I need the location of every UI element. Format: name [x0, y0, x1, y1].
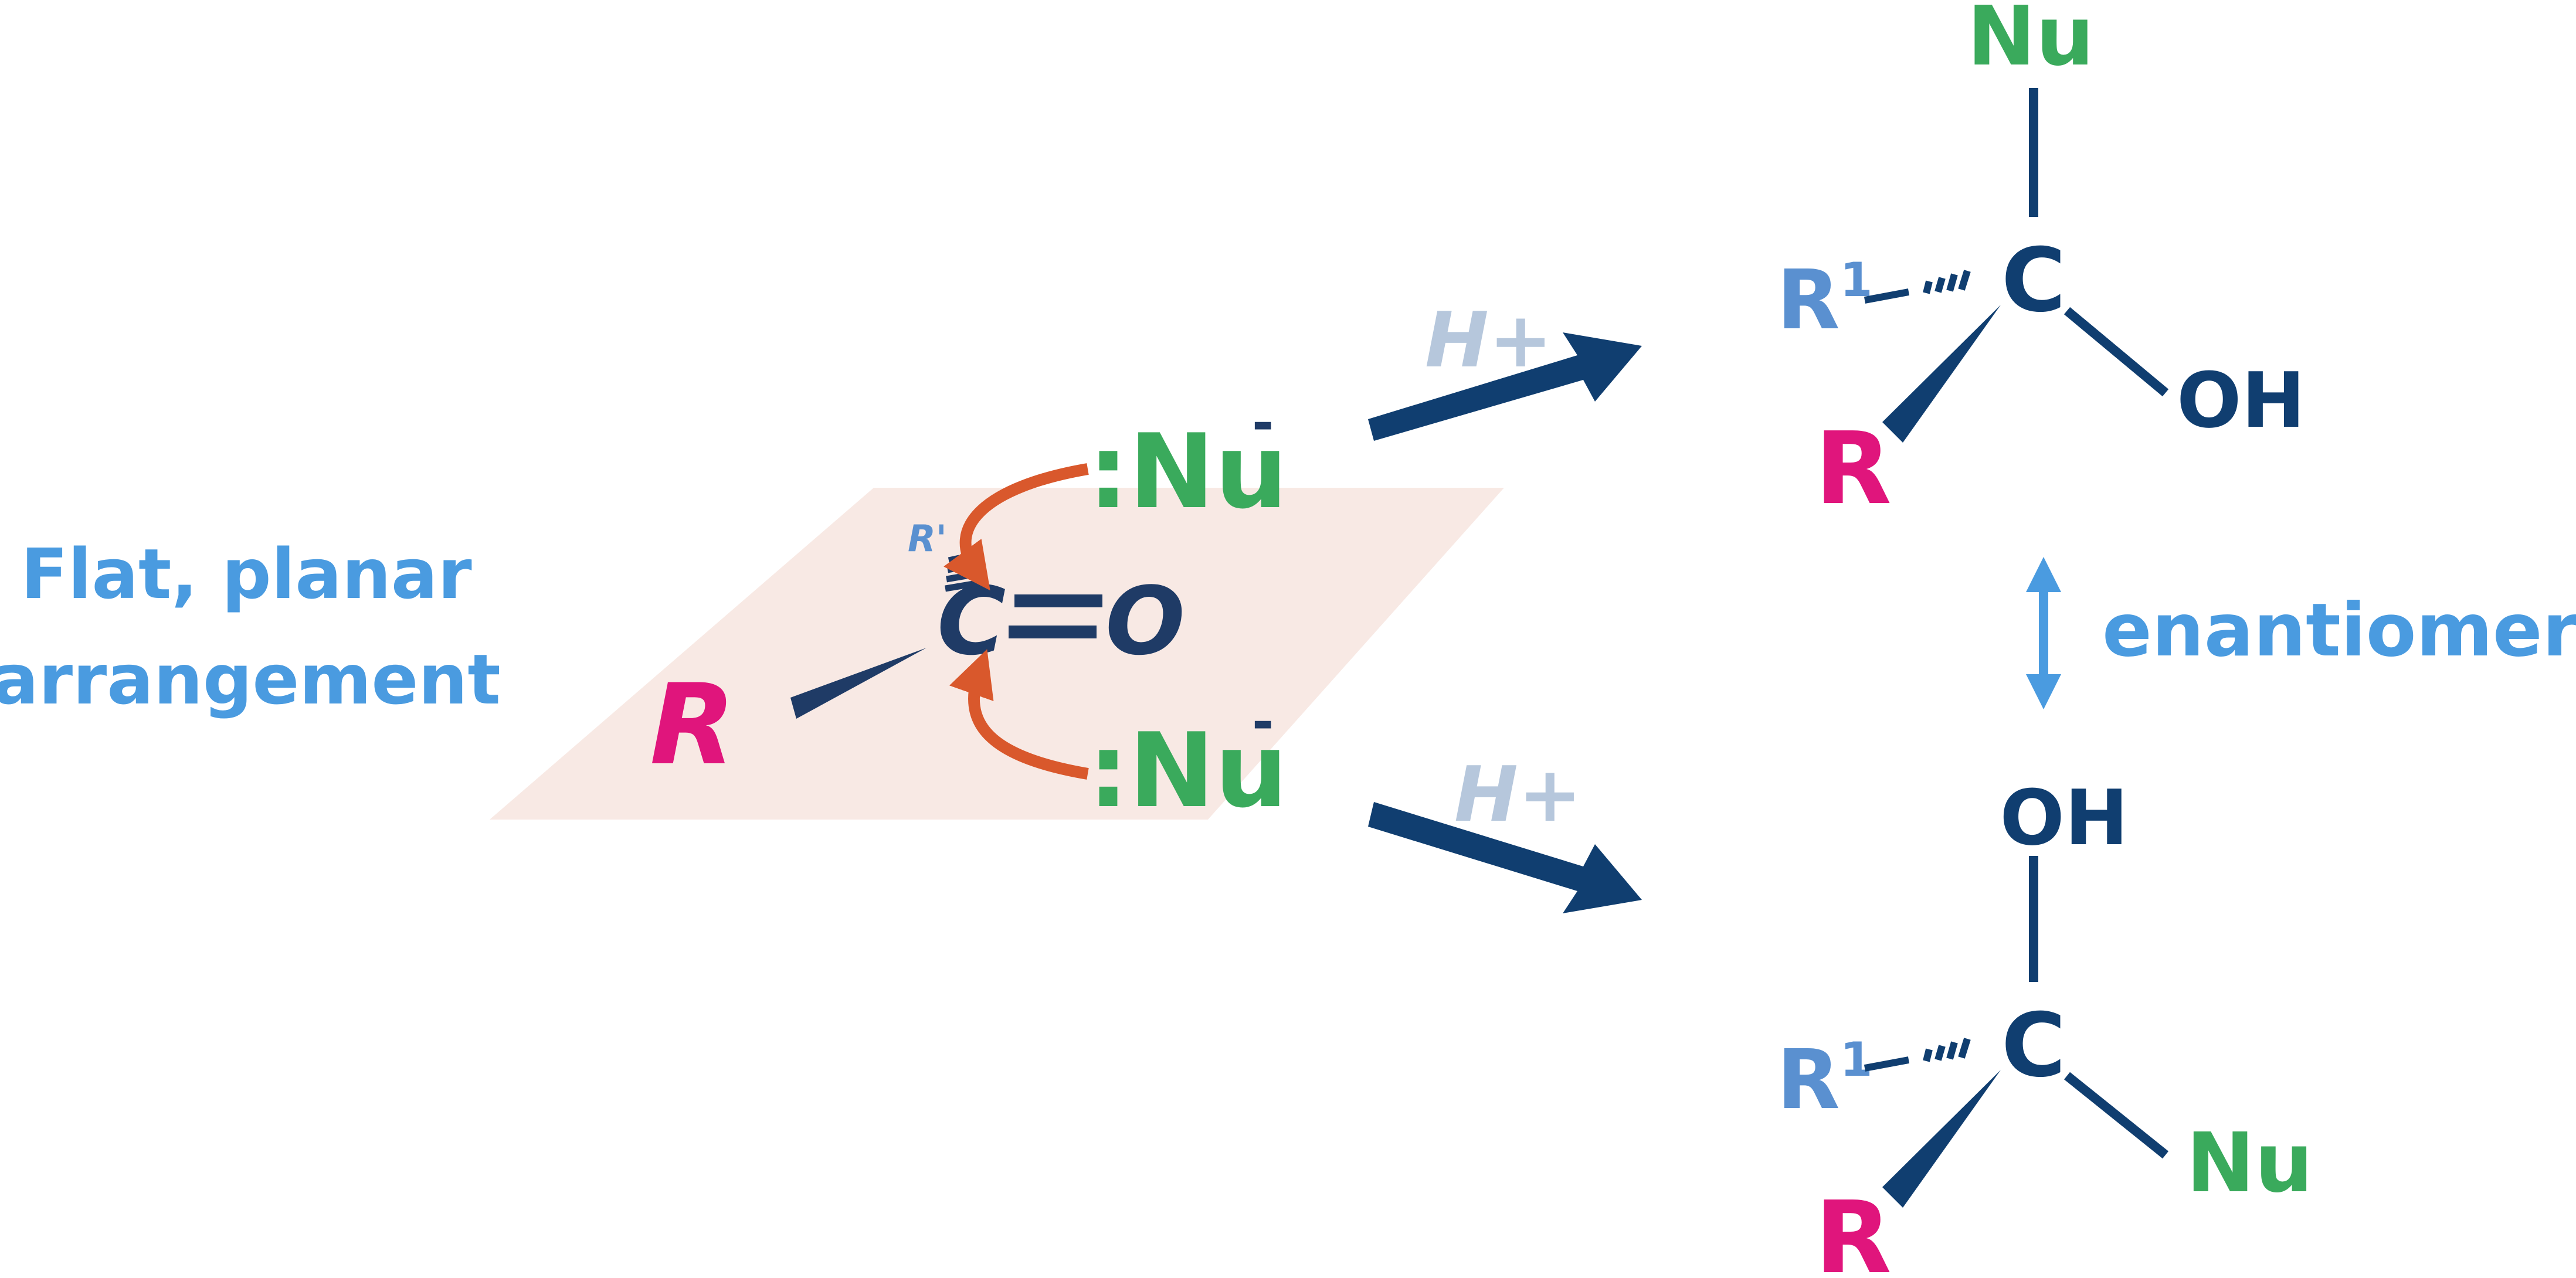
product-bottom-hashed-bond: [1864, 1038, 1971, 1072]
reagent-bottom: H+: [1454, 750, 1582, 839]
product-bottom-nu: Nu: [2186, 1116, 2313, 1211]
nucleophile-top-charge: -: [1252, 392, 1274, 454]
planar-sheet: [490, 488, 1504, 820]
caption-line-1: Flat, planar: [21, 533, 471, 614]
r-group-label: R: [650, 660, 735, 790]
reaction-arrow-bottom: [1368, 802, 1642, 913]
attack-arrow-top: [943, 463, 1089, 591]
carbonyl-oxygen: O: [1105, 566, 1185, 676]
product-top-oh-bond: [2063, 307, 2169, 397]
product-top-hashed-bond: [1864, 270, 1971, 304]
product-bottom-r: R: [1815, 1180, 1892, 1278]
product-bottom-nu-bond: [2063, 1072, 2169, 1159]
product-top-r1: R1: [1777, 253, 1872, 348]
product-bottom-r1: R1: [1777, 1032, 1872, 1128]
r-prime-label: R': [908, 517, 947, 560]
product-top-nu: Nu: [1967, 0, 2095, 84]
product-bottom-oh: OH: [2000, 773, 2128, 862]
product-top-wedge: [1882, 305, 2001, 443]
reaction-arrow-top: [1368, 332, 1642, 441]
wedge-bond: [790, 648, 926, 719]
product-bottom-carbon: C: [2001, 995, 2066, 1097]
enantiomers-label: enantiomers: [2102, 588, 2576, 673]
product-top-carbon: C: [2001, 230, 2066, 332]
double-headed-arrow: [2026, 557, 2061, 709]
product-bottom-wedge: [1882, 1070, 2001, 1208]
nucleophile-bottom: :Nu: [1088, 712, 1288, 831]
product-top-r: R: [1815, 411, 1892, 527]
nucleophile-top: :Nu: [1088, 413, 1288, 532]
reagent-top: H+: [1425, 295, 1553, 385]
nucleophile-bottom-charge: -: [1252, 691, 1274, 753]
product-top-oh: OH: [2177, 356, 2305, 445]
attack-arrow-bottom: [949, 649, 1089, 780]
caption-line-2: arrangement: [0, 639, 501, 720]
